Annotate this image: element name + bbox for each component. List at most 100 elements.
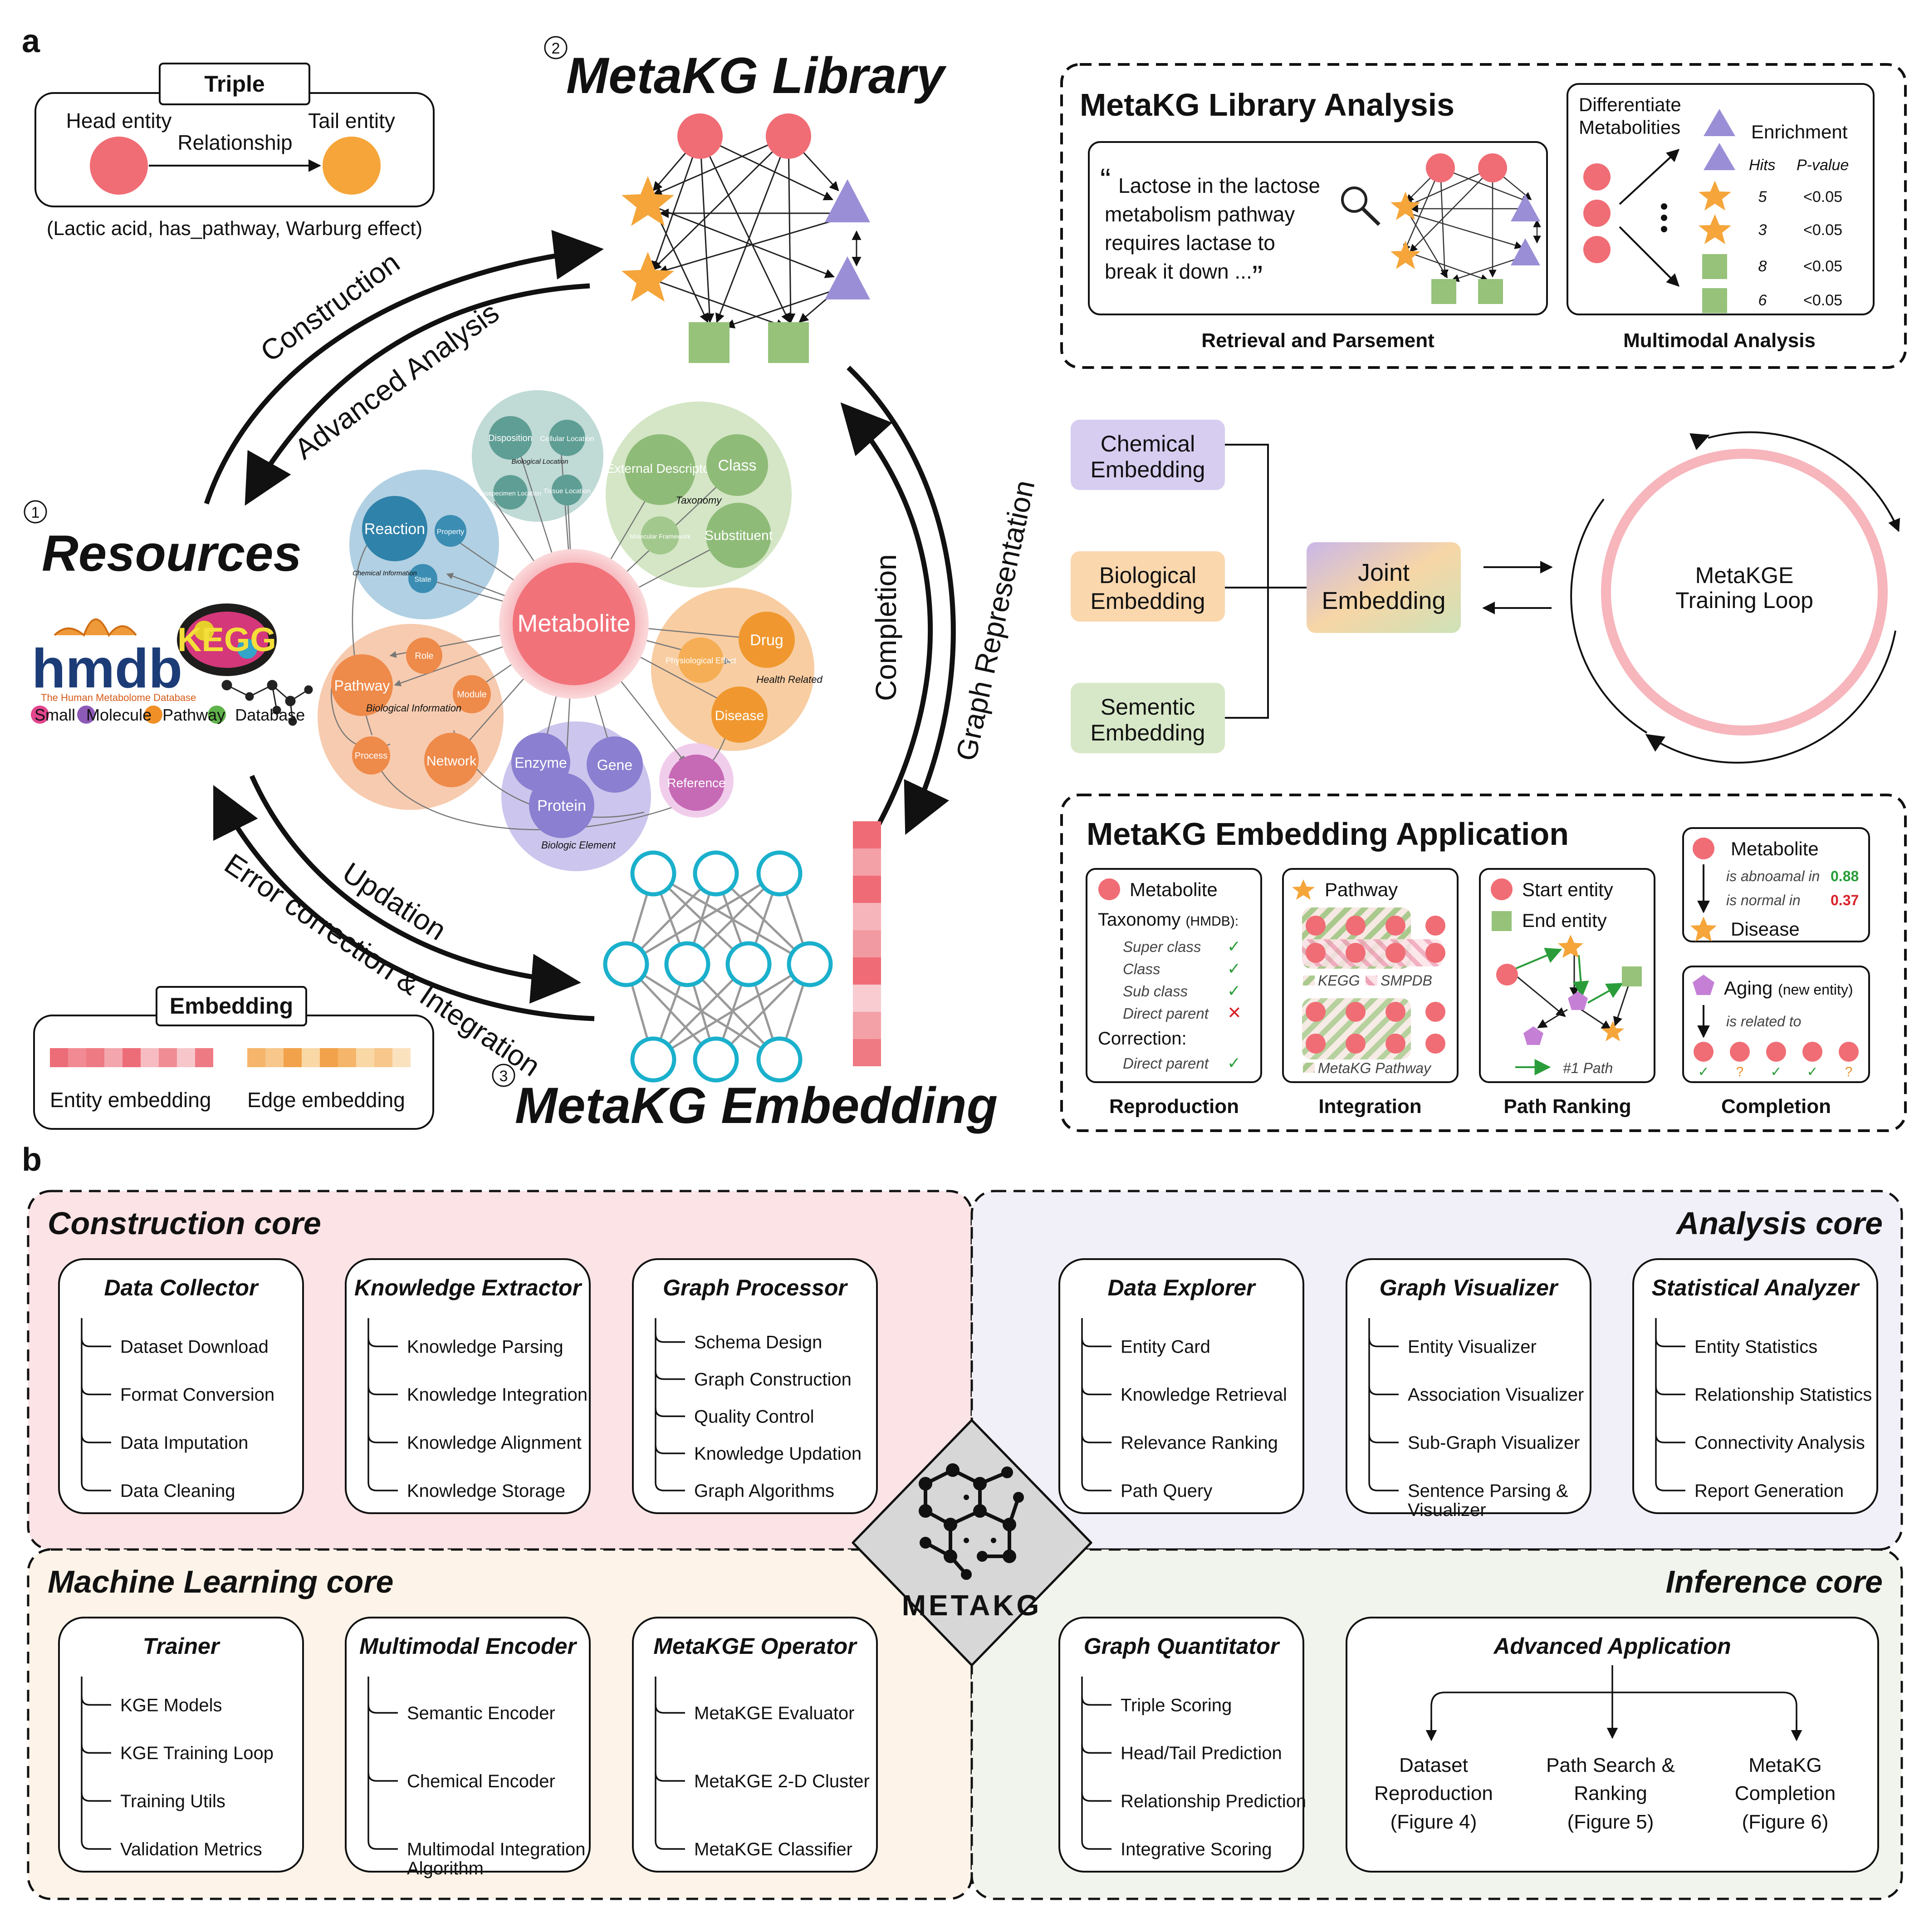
schema-disease: Disease: [715, 708, 764, 723]
hits-header: Hits: [1749, 157, 1776, 174]
metakg-logo: METAKG: [852, 1419, 1092, 1667]
module-item: KGE Models: [120, 1695, 222, 1715]
smpdb-logo: Small Molecule Pathway Database: [31, 706, 305, 724]
pval-3: <0.05: [1803, 258, 1842, 275]
resource-logos: hmdb The Human Metabolome Database KEGG …: [31, 603, 313, 726]
module-item: Graph Construction: [694, 1370, 852, 1390]
training-loop-l2: Training Loop: [1675, 588, 1813, 613]
path-ranking-label: Path Ranking: [1503, 1095, 1631, 1118]
module-item: Connectivity Analysis: [1694, 1433, 1865, 1453]
embedding-legend: Embedding Entity embedding Edge embeddin…: [33, 986, 434, 1130]
schema-class: Class: [718, 457, 756, 474]
adv-item: Dataset: [1399, 1754, 1468, 1776]
normal-score: 0.37: [1831, 892, 1859, 908]
tax-item-1: Super class: [1123, 938, 1201, 955]
adv-item: Completion: [1735, 1782, 1836, 1805]
tail-entity-label: Tail entity: [308, 109, 395, 132]
module-item: Semantic Encoder: [407, 1703, 555, 1723]
check-icon: ✓: [1807, 1064, 1818, 1079]
step-2-number: 2: [552, 40, 560, 57]
step-1-number: 1: [31, 504, 40, 521]
schema-taxonomy: Taxonomy: [676, 495, 723, 506]
module-item: Sentence Parsing &: [1408, 1481, 1568, 1501]
training-loop-l1: MetaKGE: [1695, 563, 1794, 588]
schema-module: Module: [457, 690, 487, 700]
module-item: KGE Training Loop: [120, 1743, 274, 1763]
module-item: Knowledge Retrieval: [1121, 1385, 1287, 1405]
schema-tissue: Tissue Location: [543, 487, 591, 495]
embedding-network: [603, 850, 833, 1083]
joint-embedding-box: [1307, 542, 1461, 633]
library-title: MetaKG Library: [566, 47, 947, 104]
question-icon: ?: [1736, 1064, 1744, 1079]
module-item: Sub-Graph Visualizer: [1408, 1433, 1580, 1453]
joint-embedding-l2: Embedding: [1322, 587, 1445, 614]
hmdb-logo-icon: [54, 618, 137, 637]
hits-4: 6: [1758, 292, 1767, 309]
correction-label: Correction:: [1098, 1029, 1187, 1049]
pvalue-header: P-value: [1797, 157, 1849, 174]
entity-embedding-label: Entity embedding: [50, 1088, 211, 1112]
module-title: MetaKGE Operator: [653, 1633, 857, 1659]
schema-mol-framework: Molecular Framework: [630, 533, 691, 540]
int-pathway: Pathway: [1325, 879, 1398, 900]
entity-embedding-swatch: [50, 1048, 213, 1067]
correction-item: Direct parent: [1123, 1055, 1209, 1072]
module-title: Trainer: [143, 1633, 220, 1659]
sementic-embedding-l2: Embedding: [1091, 720, 1205, 745]
module-item: Validation Metrics: [120, 1839, 262, 1859]
module-item: Knowledge Updation: [694, 1444, 862, 1464]
schema-gene: Gene: [597, 757, 632, 773]
hits-1: 5: [1758, 188, 1767, 206]
schema-metabolite: Metabolite: [517, 610, 630, 637]
biological-embedding-l1: Biological: [1099, 563, 1196, 588]
completion-label: Completion: [870, 554, 902, 701]
module-item: MetaKGE Evaluator: [694, 1703, 855, 1723]
int-kegg: KEGG: [1318, 972, 1360, 989]
biological-embedding-box: [1071, 551, 1225, 622]
module-item: Relationship Statistics: [1694, 1385, 1872, 1405]
question-icon: ?: [1845, 1064, 1853, 1079]
tax-item-2: Class: [1123, 961, 1160, 977]
triple-box: Triple Head entity Tail entity Relations…: [34, 63, 435, 240]
cross-icon: ✕: [1227, 1004, 1242, 1023]
module-item: Relationship Prediction: [1121, 1791, 1306, 1811]
comp-metabolite: Metabolite: [1731, 838, 1819, 859]
adv-item: (Figure 4): [1390, 1811, 1477, 1833]
sementic-embedding-box: [1071, 683, 1225, 753]
resources-title: Resources: [42, 525, 302, 582]
relationship-label: Relationship: [177, 131, 292, 154]
module-item: Association Visualizer: [1408, 1385, 1584, 1405]
quote-line-1: Lactose in the lactose: [1118, 174, 1320, 197]
module-item: Knowledge Integration: [407, 1385, 588, 1405]
schema-chem-info: Chemical Information: [353, 569, 417, 577]
module-item: Algorithm: [407, 1858, 484, 1878]
quote-close: ”: [1252, 259, 1263, 294]
module-item: Report Generation: [1694, 1481, 1844, 1501]
embedding-application-panel: MetaKG Embedding Application Metabolite …: [1060, 794, 1907, 1132]
schema-bio-location: Biological Location: [511, 458, 568, 466]
module-item: Quality Control: [694, 1407, 814, 1427]
joint-embedding-section: Chemical Embedding Biological Embedding …: [1071, 420, 1900, 764]
graph-representation-label: Graph Representation: [950, 477, 1041, 764]
module-item: Multimodal Integration: [407, 1839, 586, 1859]
check-icon: ✓: [1770, 1064, 1782, 1079]
head-entity-label: Head entity: [66, 109, 172, 132]
chemical-embedding-l1: Chemical: [1101, 431, 1195, 456]
head-entity-node: [90, 137, 148, 195]
edge-embedding-swatch: [247, 1048, 411, 1067]
hits-2: 3: [1758, 221, 1767, 239]
pval-2: <0.05: [1803, 221, 1842, 239]
schema-phys-effect: Physiological Effect: [666, 656, 736, 665]
integration-label: Integration: [1318, 1095, 1421, 1118]
module-title: Knowledge Extractor: [354, 1275, 583, 1300]
module-title: Data Collector: [104, 1275, 259, 1300]
kegg-logo-text: KEGG: [177, 621, 276, 658]
module-item: Data Cleaning: [120, 1481, 235, 1501]
sementic-embedding-l1: Sementic: [1101, 694, 1195, 720]
